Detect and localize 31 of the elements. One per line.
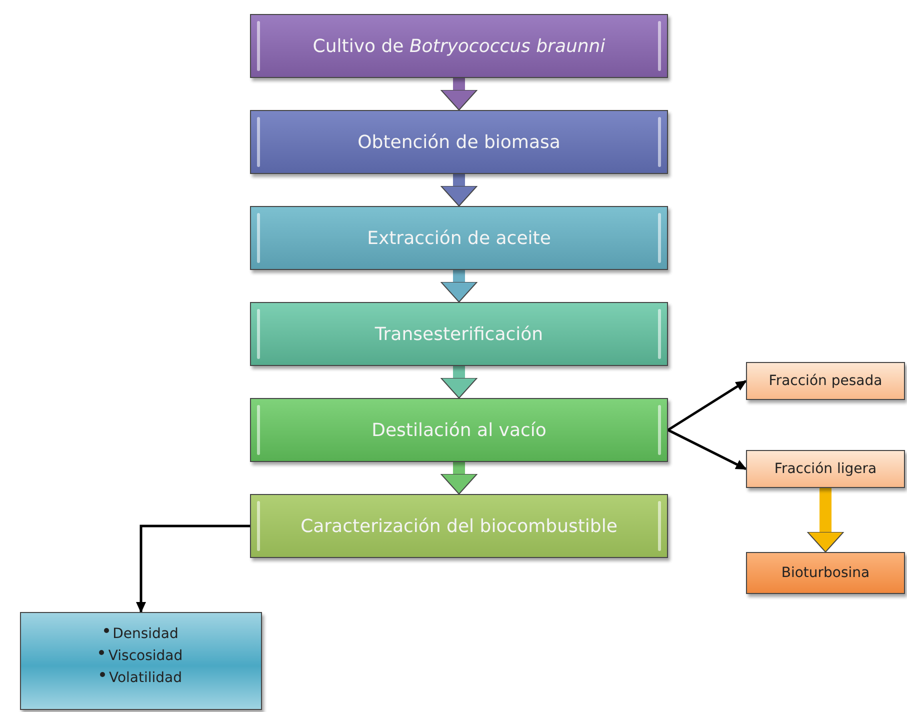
property-list-box <box>20 612 262 710</box>
step-label: Caracterización del biocombustible <box>300 516 618 536</box>
step-label: Obtención de biomasa <box>358 132 560 152</box>
block-arrow <box>440 462 478 494</box>
product-box <box>746 362 905 400</box>
block-arrow <box>440 174 478 206</box>
step-label: Bioturbosina <box>781 565 870 581</box>
step-label: Extracción de aceite <box>367 228 551 248</box>
process-box <box>250 494 668 558</box>
step-label: Fracción ligera <box>774 461 877 477</box>
property-text: Volatilidad <box>108 669 182 688</box>
block-arrow <box>440 78 478 110</box>
arrow <box>667 380 747 432</box>
step-label: Destilación al vacío <box>372 420 546 440</box>
process-box <box>250 302 668 366</box>
block-arrow <box>807 488 844 552</box>
product-box <box>746 450 905 488</box>
process-box <box>250 14 668 78</box>
property-text: Viscosidad <box>108 647 183 666</box>
step-label: Transesterificación <box>374 324 544 344</box>
process-box <box>250 110 668 174</box>
process-box <box>250 206 668 270</box>
product-box <box>746 552 905 594</box>
arrow <box>667 428 747 470</box>
step-label: Cultivo de Botryococcus braunni <box>312 36 606 56</box>
block-arrow <box>440 270 478 302</box>
property-text: Densidad <box>112 625 178 644</box>
block-arrow <box>440 366 478 398</box>
step-label: Fracción pesada <box>768 373 882 389</box>
arrow <box>136 524 250 613</box>
process-box <box>250 398 668 462</box>
